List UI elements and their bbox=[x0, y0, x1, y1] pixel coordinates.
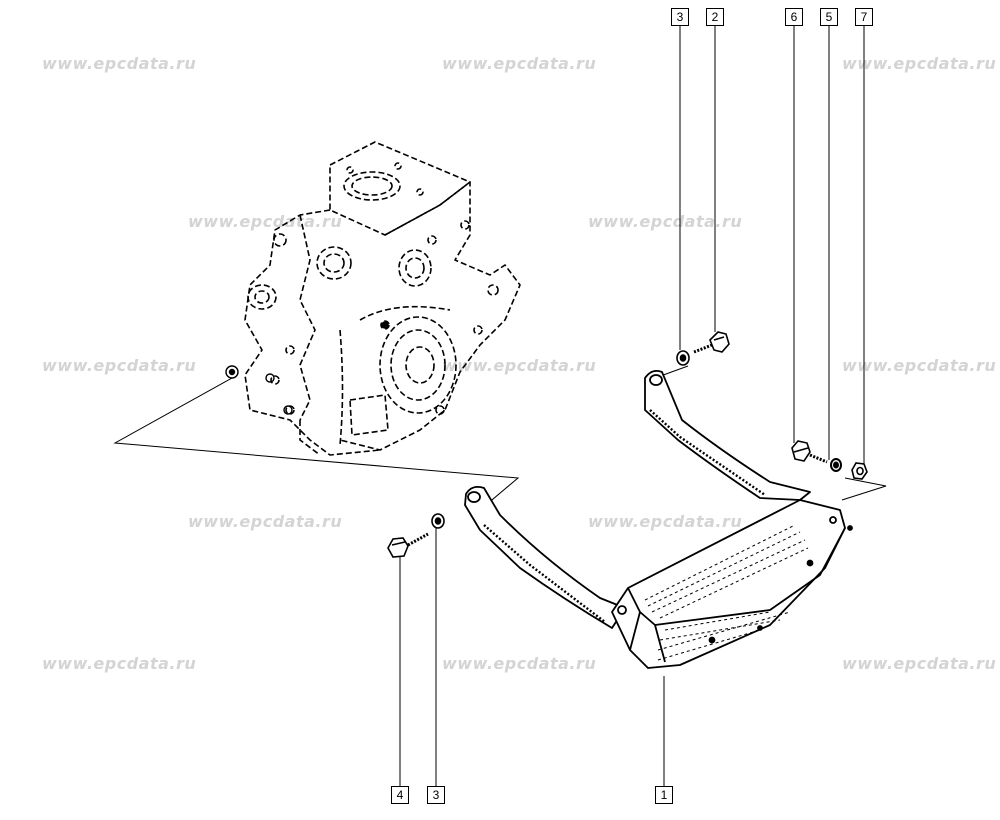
washer-lower bbox=[431, 513, 445, 529]
callout-box[interactable]: 6 bbox=[785, 8, 803, 26]
main-bracket bbox=[464, 369, 853, 669]
bolt-right bbox=[791, 440, 828, 464]
callout-box[interactable]: 3 bbox=[427, 786, 445, 804]
bolt-upper bbox=[693, 331, 730, 354]
watermark: www.epcdata.ru bbox=[42, 356, 197, 375]
bolt-lower bbox=[387, 532, 429, 558]
watermark: www.epcdata.ru bbox=[442, 54, 597, 73]
watermark: www.epcdata.ru bbox=[842, 54, 997, 73]
watermark: www.epcdata.ru bbox=[42, 54, 197, 73]
watermark: www.epcdata.ru bbox=[442, 356, 597, 375]
nut-right bbox=[851, 462, 868, 480]
spring-washer-right bbox=[830, 458, 842, 472]
watermark: www.epcdata.ru bbox=[842, 654, 997, 673]
engine-block bbox=[244, 141, 521, 456]
callout-box[interactable]: 5 bbox=[820, 8, 838, 26]
callout-box[interactable]: 7 bbox=[855, 8, 873, 26]
watermark: www.epcdata.ru bbox=[588, 212, 743, 231]
watermark: www.epcdata.ru bbox=[42, 654, 197, 673]
callout-box[interactable]: 2 bbox=[706, 8, 724, 26]
callout-box[interactable]: 3 bbox=[671, 8, 689, 26]
callout-box[interactable]: 1 bbox=[655, 786, 673, 804]
watermark: www.epcdata.ru bbox=[842, 356, 997, 375]
leader-lines bbox=[399, 26, 865, 786]
watermark: www.epcdata.ru bbox=[442, 654, 597, 673]
engine-bolt-bosses bbox=[225, 321, 389, 415]
callout-box[interactable]: 4 bbox=[391, 786, 409, 804]
watermark: www.epcdata.ru bbox=[588, 512, 743, 531]
washer-upper bbox=[676, 350, 690, 366]
watermark: www.epcdata.ru bbox=[188, 512, 343, 531]
